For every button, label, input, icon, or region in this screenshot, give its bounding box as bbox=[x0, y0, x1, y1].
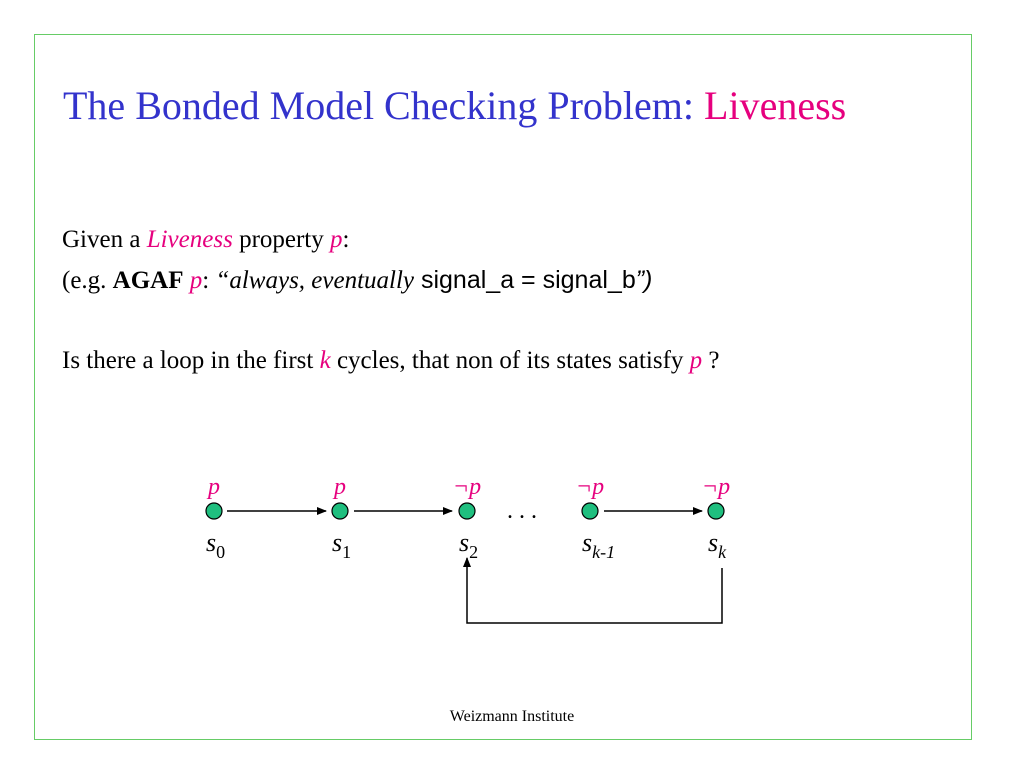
title-accent: Liveness bbox=[704, 83, 847, 128]
state-name-1: s1 bbox=[332, 528, 351, 562]
title-main: The Bonded Model Checking Problem: bbox=[63, 83, 695, 128]
given-colon: : bbox=[342, 226, 350, 253]
example-colon: : bbox=[202, 267, 216, 294]
state-label-2: ¬p bbox=[453, 474, 481, 500]
question-text-1: Is there a loop in the first bbox=[62, 347, 320, 374]
state-label-4: ¬p bbox=[702, 474, 730, 500]
state-node-0 bbox=[205, 502, 223, 520]
slide-title: The Bonded Model Checking Problem: Liven… bbox=[63, 82, 846, 129]
footer-institution: Weizmann Institute bbox=[449, 708, 575, 725]
agaf-operator: AGAF bbox=[112, 267, 184, 294]
ellipsis: . . . bbox=[507, 498, 537, 524]
property-p: p bbox=[330, 226, 343, 253]
question-k: k bbox=[319, 347, 331, 374]
given-line: Given a Liveness property p: bbox=[62, 226, 349, 254]
question-text-2: cycles, that non of its states satisfy bbox=[330, 347, 690, 374]
state-label-0: p bbox=[206, 474, 220, 500]
given-text-1: Given a bbox=[62, 226, 147, 253]
given-text-2: property bbox=[232, 226, 331, 253]
question-p: p bbox=[689, 347, 703, 374]
state-name-2: s2 bbox=[459, 528, 478, 562]
state-label-1: p bbox=[332, 474, 346, 500]
loop-back-arrow bbox=[463, 557, 723, 624]
slide-frame bbox=[34, 34, 972, 740]
state-node-4 bbox=[707, 502, 725, 520]
example-p: p bbox=[189, 267, 203, 294]
state-name-4: sk bbox=[708, 528, 727, 562]
state-name-0: s0 bbox=[206, 528, 225, 562]
question-end: ? bbox=[702, 347, 720, 374]
example-close: ”) bbox=[635, 266, 653, 294]
state-label-3: ¬p bbox=[576, 474, 604, 500]
state-node-3 bbox=[581, 502, 599, 520]
state-name-3: sk-1 bbox=[582, 528, 615, 562]
signal-expression: signal_a = signal_b bbox=[414, 266, 636, 294]
example-line: (e.g. AGAF p: “always, eventually signal… bbox=[62, 266, 652, 295]
liveness-term: Liveness bbox=[146, 226, 233, 253]
example-quote: “always, eventually bbox=[215, 267, 415, 294]
state-node-2 bbox=[458, 502, 476, 520]
state-node-1 bbox=[331, 502, 349, 520]
example-open: (e.g. bbox=[62, 267, 113, 294]
question-line: Is there a loop in the first k cycles, t… bbox=[62, 347, 720, 375]
